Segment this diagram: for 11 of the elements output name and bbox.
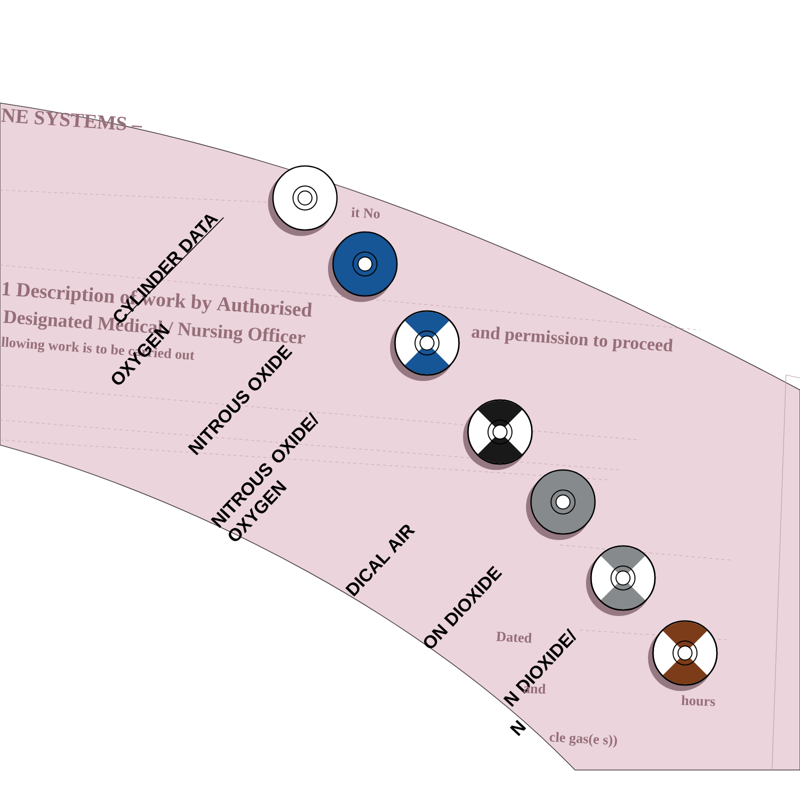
cylinder-disc xyxy=(526,469,596,540)
cylinder-disc xyxy=(390,310,460,381)
cylinder-disc xyxy=(328,231,398,302)
cylinder-disc xyxy=(648,620,718,691)
cylinder-disc xyxy=(268,165,338,236)
cylinder-disc xyxy=(586,545,656,616)
cylinder-disc xyxy=(463,399,533,470)
gas-label: N xyxy=(510,720,526,736)
form-text: NE SYSTEMS – xyxy=(1,108,142,130)
form-text: cle gas(e s)) xyxy=(550,732,617,748)
form-text: it No xyxy=(351,207,380,218)
